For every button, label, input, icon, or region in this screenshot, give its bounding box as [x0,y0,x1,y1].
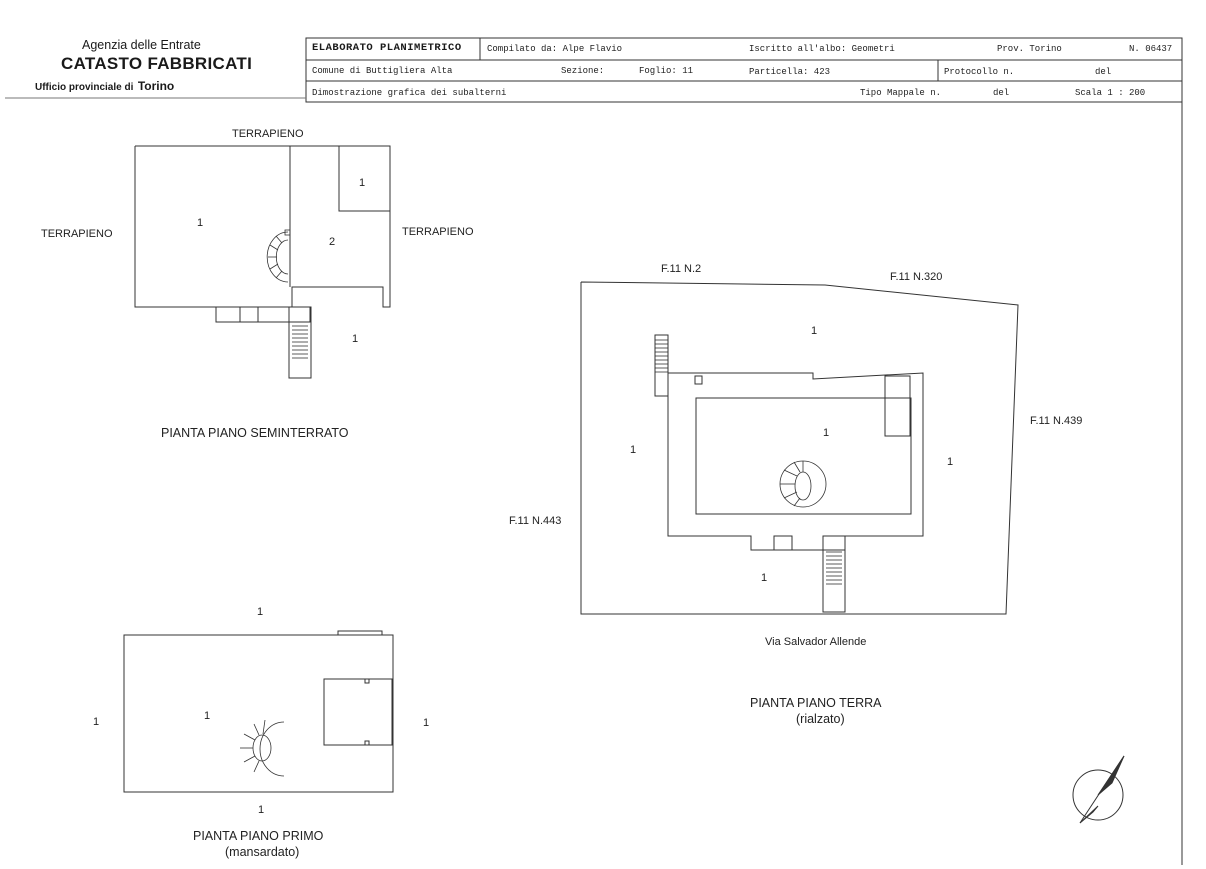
neighbor-f11-n439: F.11 N.439 [1030,415,1083,427]
tipo-mappale: Tipo Mappale n. [860,88,942,98]
subalterno-label: 1 [947,456,954,468]
department-title: CATASTO FABBRICATI [61,54,253,73]
subalterno-label: 1 [630,444,637,456]
stair-terra-bottom [826,551,842,585]
subalterno-label: 1 [258,804,265,816]
scale: Scala 1 : 200 [1075,88,1146,98]
stair-seminterrato [292,321,308,359]
agency-name: Agenzia delle Entrate [82,38,201,52]
subalterno-label: 1 [823,427,830,439]
spiral-stair-primo [240,719,285,777]
street-name: Via Salvador Allende [765,636,867,648]
particella: Particella: 423 [749,67,831,77]
plan-subtitle-terra: (rialzato) [796,712,845,726]
terrapieno-right: TERRAPIENO [402,226,474,238]
registered-albo: Iscritto all'albo: Geometri [749,44,895,54]
stair-terra-left [655,339,668,373]
terrapieno-top: TERRAPIENO [232,128,304,140]
subalterno-label: 1 [359,177,366,189]
header-table-frame [5,37,1183,865]
neighbor-f11-n443: F.11 N.443 [509,515,562,527]
foglio: Foglio: 11 [639,66,694,76]
protocollo: Protocollo n. [944,67,1015,77]
neighbor-f11-n320: F.11 N.320 [890,271,943,283]
subalterno-label: 1 [423,717,430,729]
north-arrow-icon [1072,755,1125,824]
subalterno-label: 1 [352,333,359,345]
protocollo-del: del [1095,67,1112,77]
subalterno-label: 2 [329,236,336,248]
tipo-mappale-del: del [993,88,1010,98]
plan-title-seminterrato: PIANTA PIANO SEMINTERRATO [161,426,349,440]
plan-title-primo: PIANTA PIANO PRIMO [193,829,324,843]
plan-terra [580,281,1019,615]
plan-subtitle-primo: (mansardato) [225,845,300,859]
subalterno-label: 1 [761,572,768,584]
neighbor-f11-n2: F.11 N.2 [661,263,702,275]
terrapieno-left: TERRAPIENO [41,228,113,240]
compiled-by: Compilato da: Alpe Flavio [487,44,623,54]
province: Prov. Torino [997,44,1062,54]
document-number: N. 06437 [1129,44,1173,54]
spiral-stair-terra [779,460,827,508]
subalterno-label: 1 [257,606,264,618]
spiral-stair-seminterrato [266,229,291,283]
doc-type: ELABORATO PLANIMETRICO [312,42,462,54]
plan-title-terra: PIANTA PIANO TERRA [750,696,882,710]
subalterno-label: 1 [811,325,818,337]
subalterno-label: 1 [204,710,211,722]
comune: Comune di Buttigliera Alta [312,66,453,76]
subalterno-label: 1 [93,716,100,728]
sezione: Sezione: [561,66,605,76]
subalterno-label: 1 [197,217,204,229]
office-city: Torino [137,79,175,93]
description: Dimostrazione grafica dei subalterni [312,88,507,98]
plan-primo [123,630,394,793]
plan-seminterrato [134,145,391,379]
office-label: Ufficio provinciale di [35,82,134,93]
office-line: Ufficio provinciale di Torino [35,77,174,95]
